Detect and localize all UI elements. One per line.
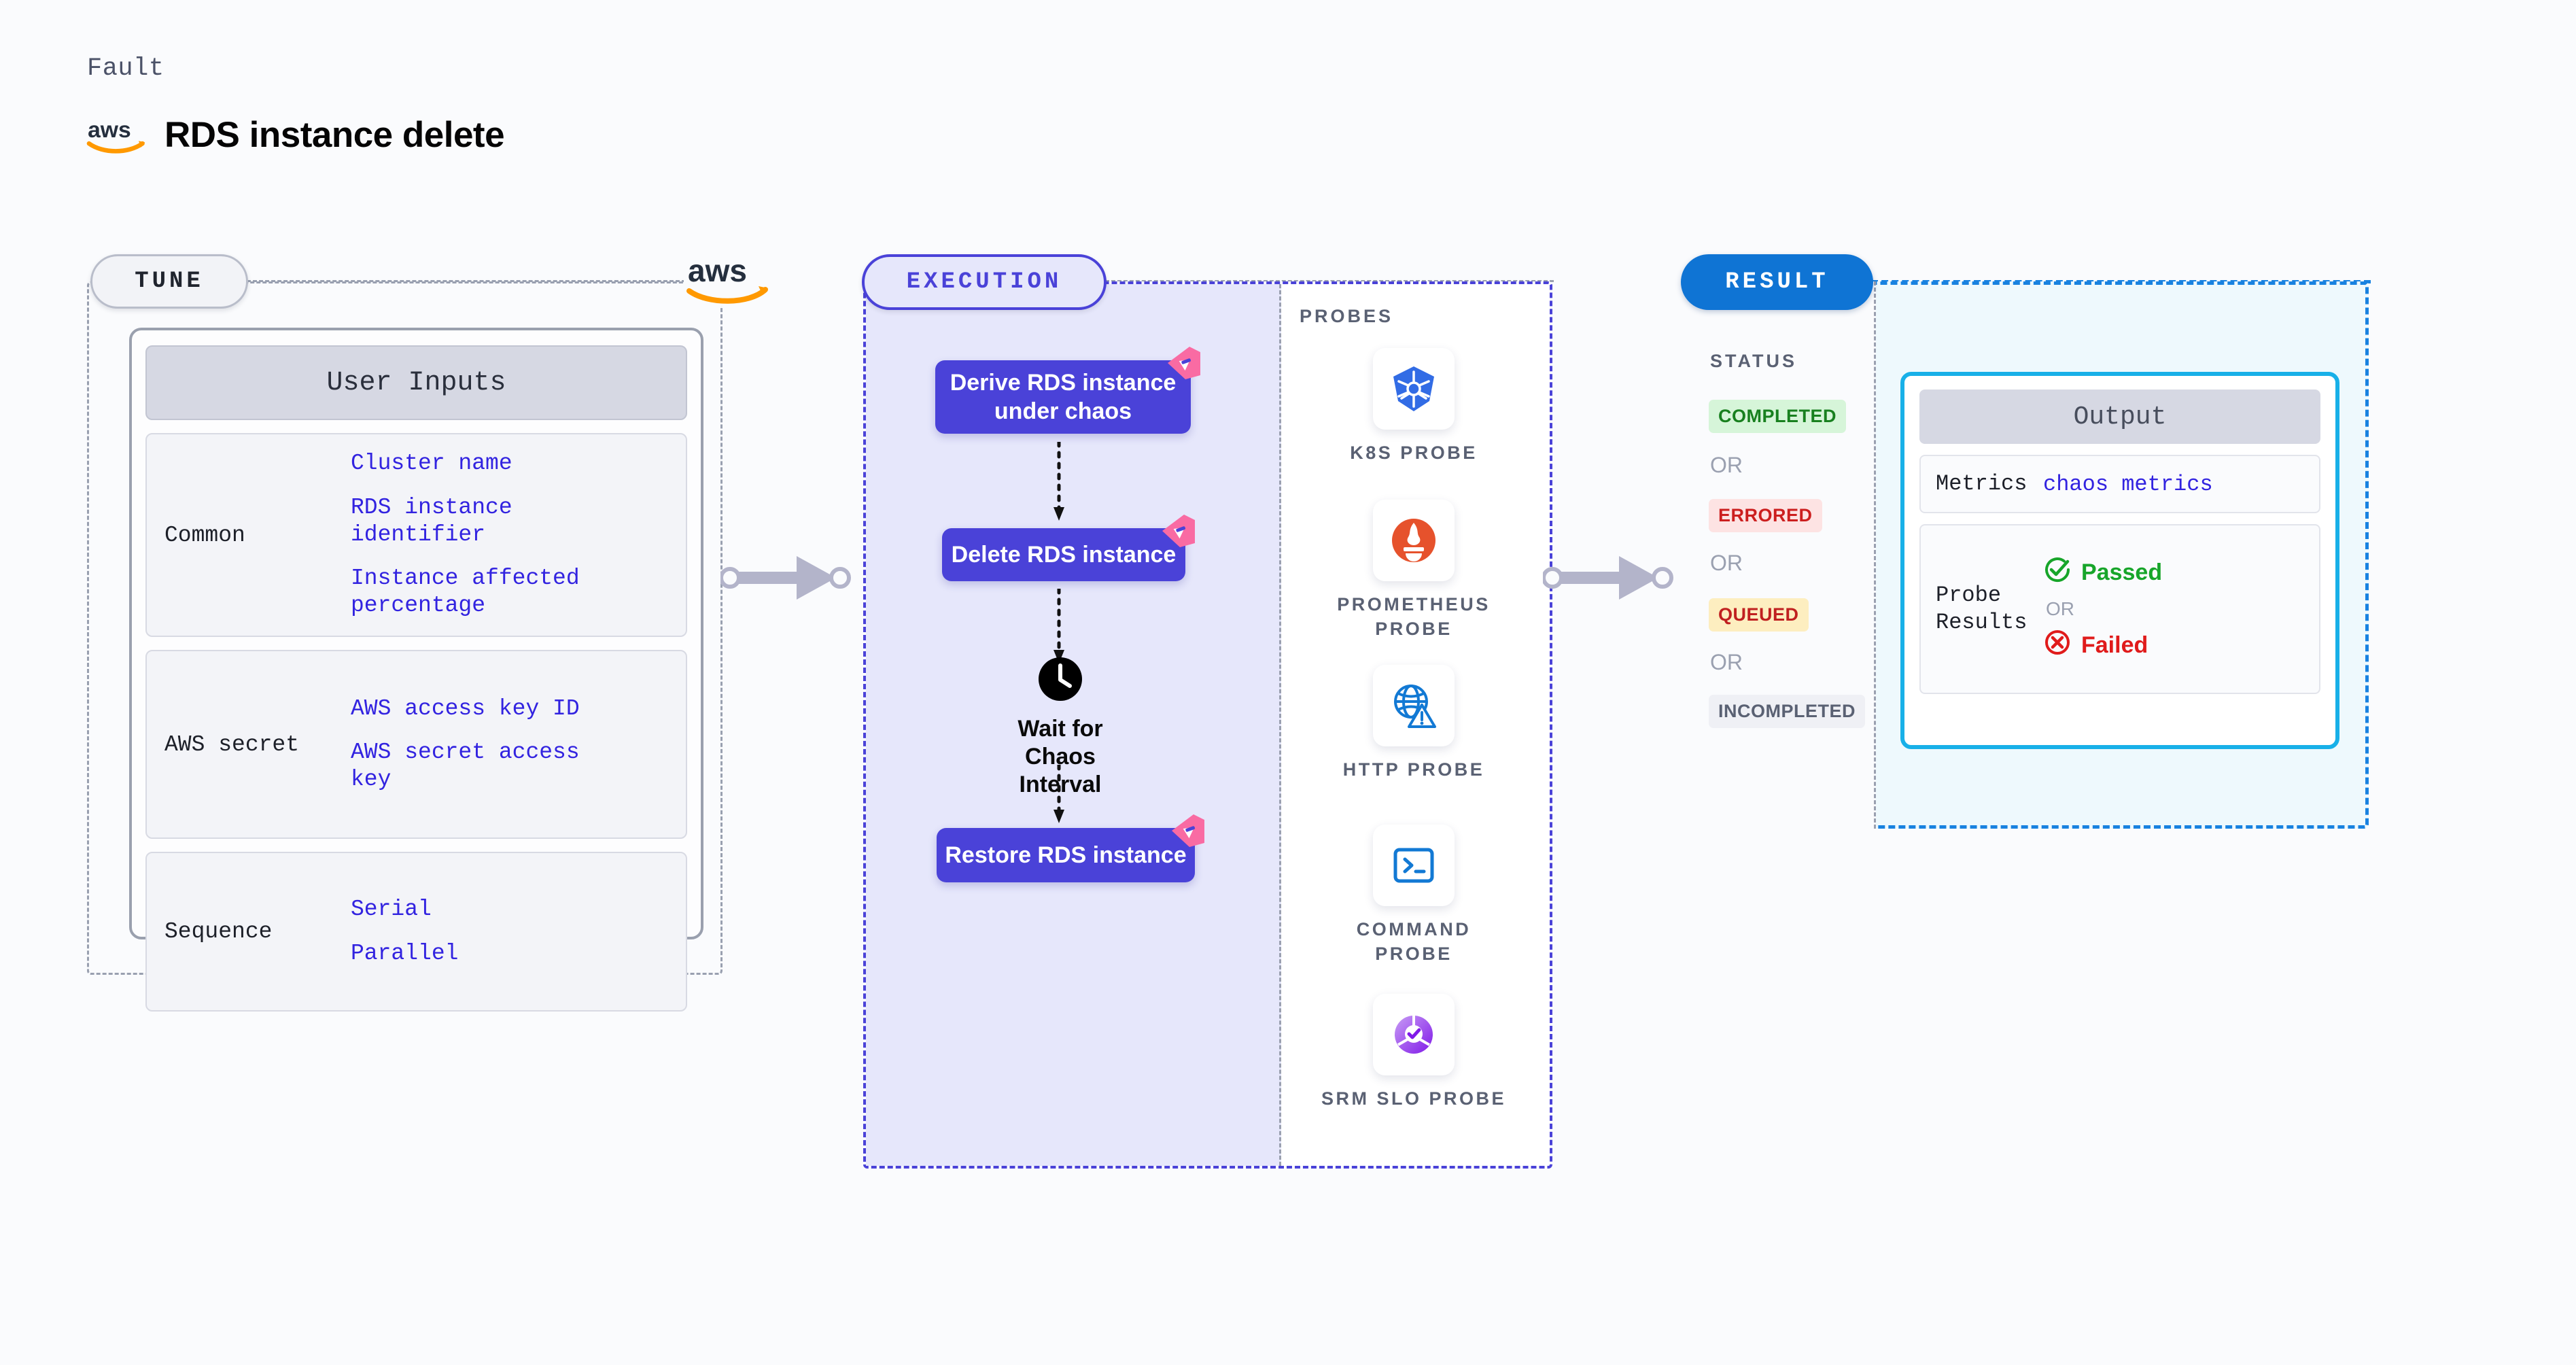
input-value[interactable]: Instance affected percentage (351, 566, 580, 619)
output-row-label: Probe Results (1936, 583, 2027, 635)
probe-result-failed: Failed (2043, 628, 2162, 663)
right-arrow-connector-icon (719, 544, 856, 615)
probe-result-passed: Passed (2043, 555, 2162, 590)
or-separator: OR (1710, 453, 1743, 477)
status-title: STATUS (1710, 351, 1797, 371)
input-value[interactable]: Parallel (351, 940, 459, 966)
flow-arrow-3-icon (1051, 763, 1067, 825)
probe-command[interactable]: COMMAND PROBE (1319, 825, 1509, 967)
input-value[interactable]: Cluster name (351, 451, 512, 477)
step-label: Delete RDS instance (951, 541, 1177, 568)
user-inputs-card: User Inputs Common Cluster name RDS inst… (129, 328, 703, 1012)
check-circle-icon (2043, 555, 2072, 590)
step-derive-rds-instance[interactable]: Derive RDS instance under chaos (935, 347, 1200, 434)
srm-slo-icon (1373, 994, 1455, 1075)
step-label: Restore RDS instance (945, 842, 1187, 868)
probe-failed-label: Failed (2081, 632, 2148, 658)
input-group-values: Serial Parallel (351, 876, 686, 988)
or-separator: OR (2046, 598, 2074, 619)
prometheus-icon (1373, 500, 1455, 581)
probe-label: HTTP PROBE (1342, 759, 1485, 780)
terminal-icon (1373, 825, 1455, 906)
or-separator: OR (1710, 551, 1743, 575)
input-value[interactable]: RDS instance identifier (351, 494, 512, 547)
status-badge: QUEUED (1709, 598, 1809, 632)
output-title: Output (1919, 390, 2320, 444)
input-group-values: AWS access key ID AWS secret access key (351, 675, 686, 814)
status-badge: ERRORED (1709, 499, 1822, 532)
input-group-sequence: Sequence Serial Parallel (145, 852, 687, 1012)
step-label: Derive RDS instance under chaos (950, 369, 1177, 425)
tune-leader-line (247, 280, 692, 282)
probe-srm-slo[interactable]: SRM SLO PROBE (1319, 994, 1509, 1111)
input-value[interactable]: Serial (351, 897, 432, 922)
input-group-label: Sequence (164, 919, 273, 944)
fault-kicker: Fault (87, 54, 164, 83)
probe-http[interactable]: HTTP PROBE (1319, 665, 1509, 782)
input-value[interactable]: AWS secret access key (351, 739, 580, 793)
output-row-label: Metrics (1936, 471, 2027, 496)
status-column (1682, 281, 1876, 829)
status-badge: COMPLETED (1709, 400, 1847, 433)
user-inputs-title: User Inputs (145, 345, 687, 420)
flow-arrow-1-icon (1051, 440, 1067, 522)
output-card: Output Metrics chaos metrics Probe Resul… (1900, 372, 2339, 749)
output-row-metrics: Metrics chaos metrics (1919, 455, 2320, 513)
pink-play-badge-icon (1169, 813, 1206, 848)
chaos-metrics-link[interactable]: chaos metrics (2043, 471, 2213, 497)
exec-leader-line (1105, 280, 1554, 282)
kubernetes-icon (1373, 348, 1455, 430)
svg-text:aws: aws (688, 253, 747, 288)
aws-logo-icon: aws (86, 116, 151, 155)
probe-label: SRM SLO PROBE (1321, 1088, 1507, 1109)
tune-pill[interactable]: TUNE (90, 254, 248, 309)
probe-k8s[interactable]: K8S PROBE (1319, 348, 1509, 465)
pink-play-badge-icon (1165, 345, 1202, 381)
aws-logo-icon: aws (684, 252, 772, 306)
page-title: RDS instance delete (164, 115, 505, 155)
step-restore-rds-instance[interactable]: Restore RDS instance (937, 814, 1204, 882)
probe-label: COMMAND PROBE (1356, 919, 1472, 965)
svg-text:aws: aws (88, 117, 131, 142)
result-pill[interactable]: RESULT (1681, 254, 1873, 310)
status-badge: INCOMPLETED (1709, 695, 1866, 728)
input-value[interactable]: AWS access key ID (351, 695, 580, 721)
x-circle-icon (2043, 628, 2072, 663)
input-group-label: AWS secret (164, 731, 300, 757)
input-group-common: Common Cluster name RDS instance identif… (145, 433, 687, 637)
output-row-probe-results: Probe Results Passed OR (1919, 524, 2320, 694)
step-delete-rds-instance[interactable]: Delete RDS instance (942, 515, 1195, 581)
probe-result-states: Passed OR Failed (2043, 543, 2162, 675)
probe-prometheus[interactable]: PROMETHEUS PROBE (1319, 500, 1509, 642)
input-group-aws-secret: AWS secret AWS access key ID AWS secret … (145, 650, 687, 839)
probes-title: PROBES (1300, 306, 1394, 326)
probe-label: K8S PROBE (1350, 443, 1478, 463)
or-separator: OR (1710, 650, 1743, 674)
clock-icon (1037, 657, 1083, 705)
probe-passed-label: Passed (2081, 559, 2163, 585)
pink-play-badge-icon (1160, 513, 1196, 549)
input-group-label: Common (164, 522, 245, 548)
fault-title-row: aws RDS instance delete (86, 114, 505, 156)
input-group-values: Cluster name RDS instance identifier Ins… (351, 430, 686, 640)
globe-warning-icon (1373, 665, 1455, 746)
probe-label: PROMETHEUS PROBE (1337, 594, 1491, 640)
flow-arrow-2-icon (1051, 587, 1067, 665)
right-arrow-connector-icon (1542, 544, 1679, 615)
execution-pill[interactable]: EXECUTION (862, 254, 1107, 310)
